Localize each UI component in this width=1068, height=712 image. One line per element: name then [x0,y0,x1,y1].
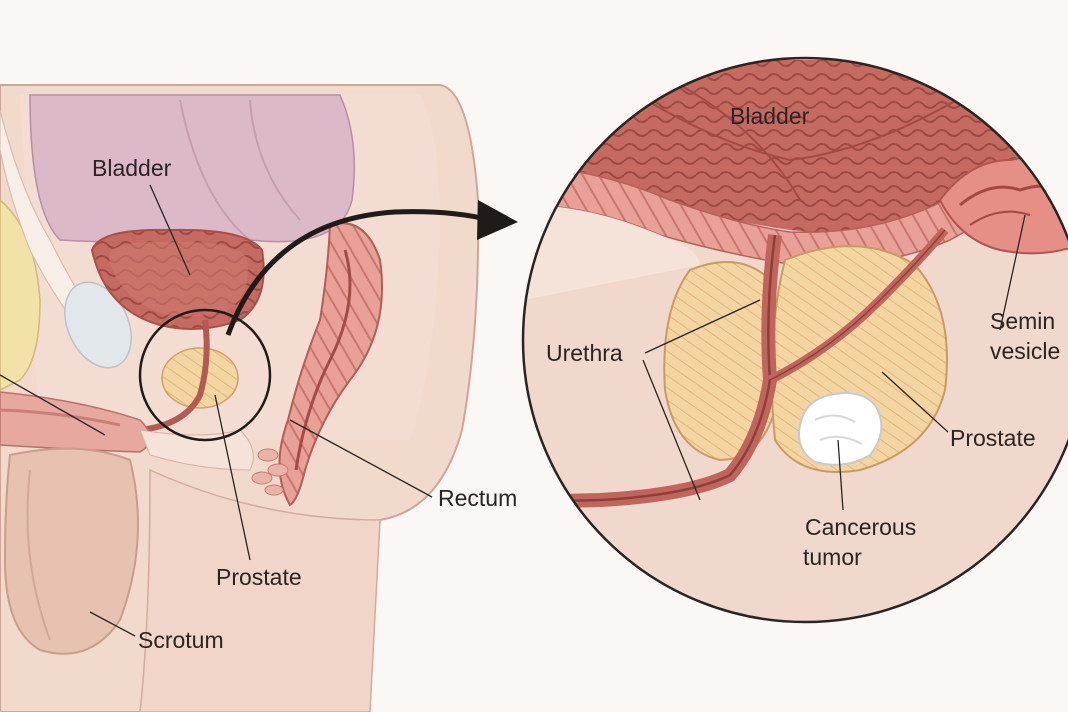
leader-urethra-2 [642,359,701,501]
scrotum [3,447,139,655]
leader-tumor [837,439,844,511]
bladder-wall [523,149,1068,267]
arrow-head-icon [477,200,518,240]
thigh [139,468,381,712]
zoom-circle-border [521,56,1068,624]
label-bladder-left: Bladder [92,155,172,181]
intestine-loops [29,94,356,244]
label-bladder-zoom: Bladder [730,103,810,129]
label-prostate-left: Prostate [216,564,302,590]
leader-urethra-1 [644,299,761,354]
leader-seminal [999,214,1026,331]
label-urethra: Urethra [546,340,623,366]
label-tumor-line2: tumor [803,544,862,570]
leader-scrotum [89,611,136,637]
label-scrotum: Scrotum [138,627,224,653]
label-seminal-line2: vesicle [990,338,1060,364]
label-seminal-line1: Semin [990,308,1055,334]
zoom-arrow [225,209,491,336]
label-rectum: Rectum [438,485,517,511]
zoom-view: Bladder Urethra Semin vesicle Prostate C… [521,56,1068,624]
anal-folds [251,448,289,496]
label-tumor-line1: Cancerous [805,514,916,540]
zoom-indicator-circle [138,308,272,442]
prostate-small [161,347,239,409]
cancerous-tumor [798,392,883,466]
rectum [278,222,383,507]
pubic-symphysis [64,281,132,369]
label-prostate-zoom: Prostate [950,425,1036,451]
leader-prostate-zoom [881,371,949,433]
leader-edge [0,374,106,436]
left-sagittal-view: Bladder Prostate Rectum Scrotum [0,84,518,712]
leader-prostate-left [214,394,251,561]
leader-bladder-left [149,184,191,276]
leader-rectum [289,419,433,498]
